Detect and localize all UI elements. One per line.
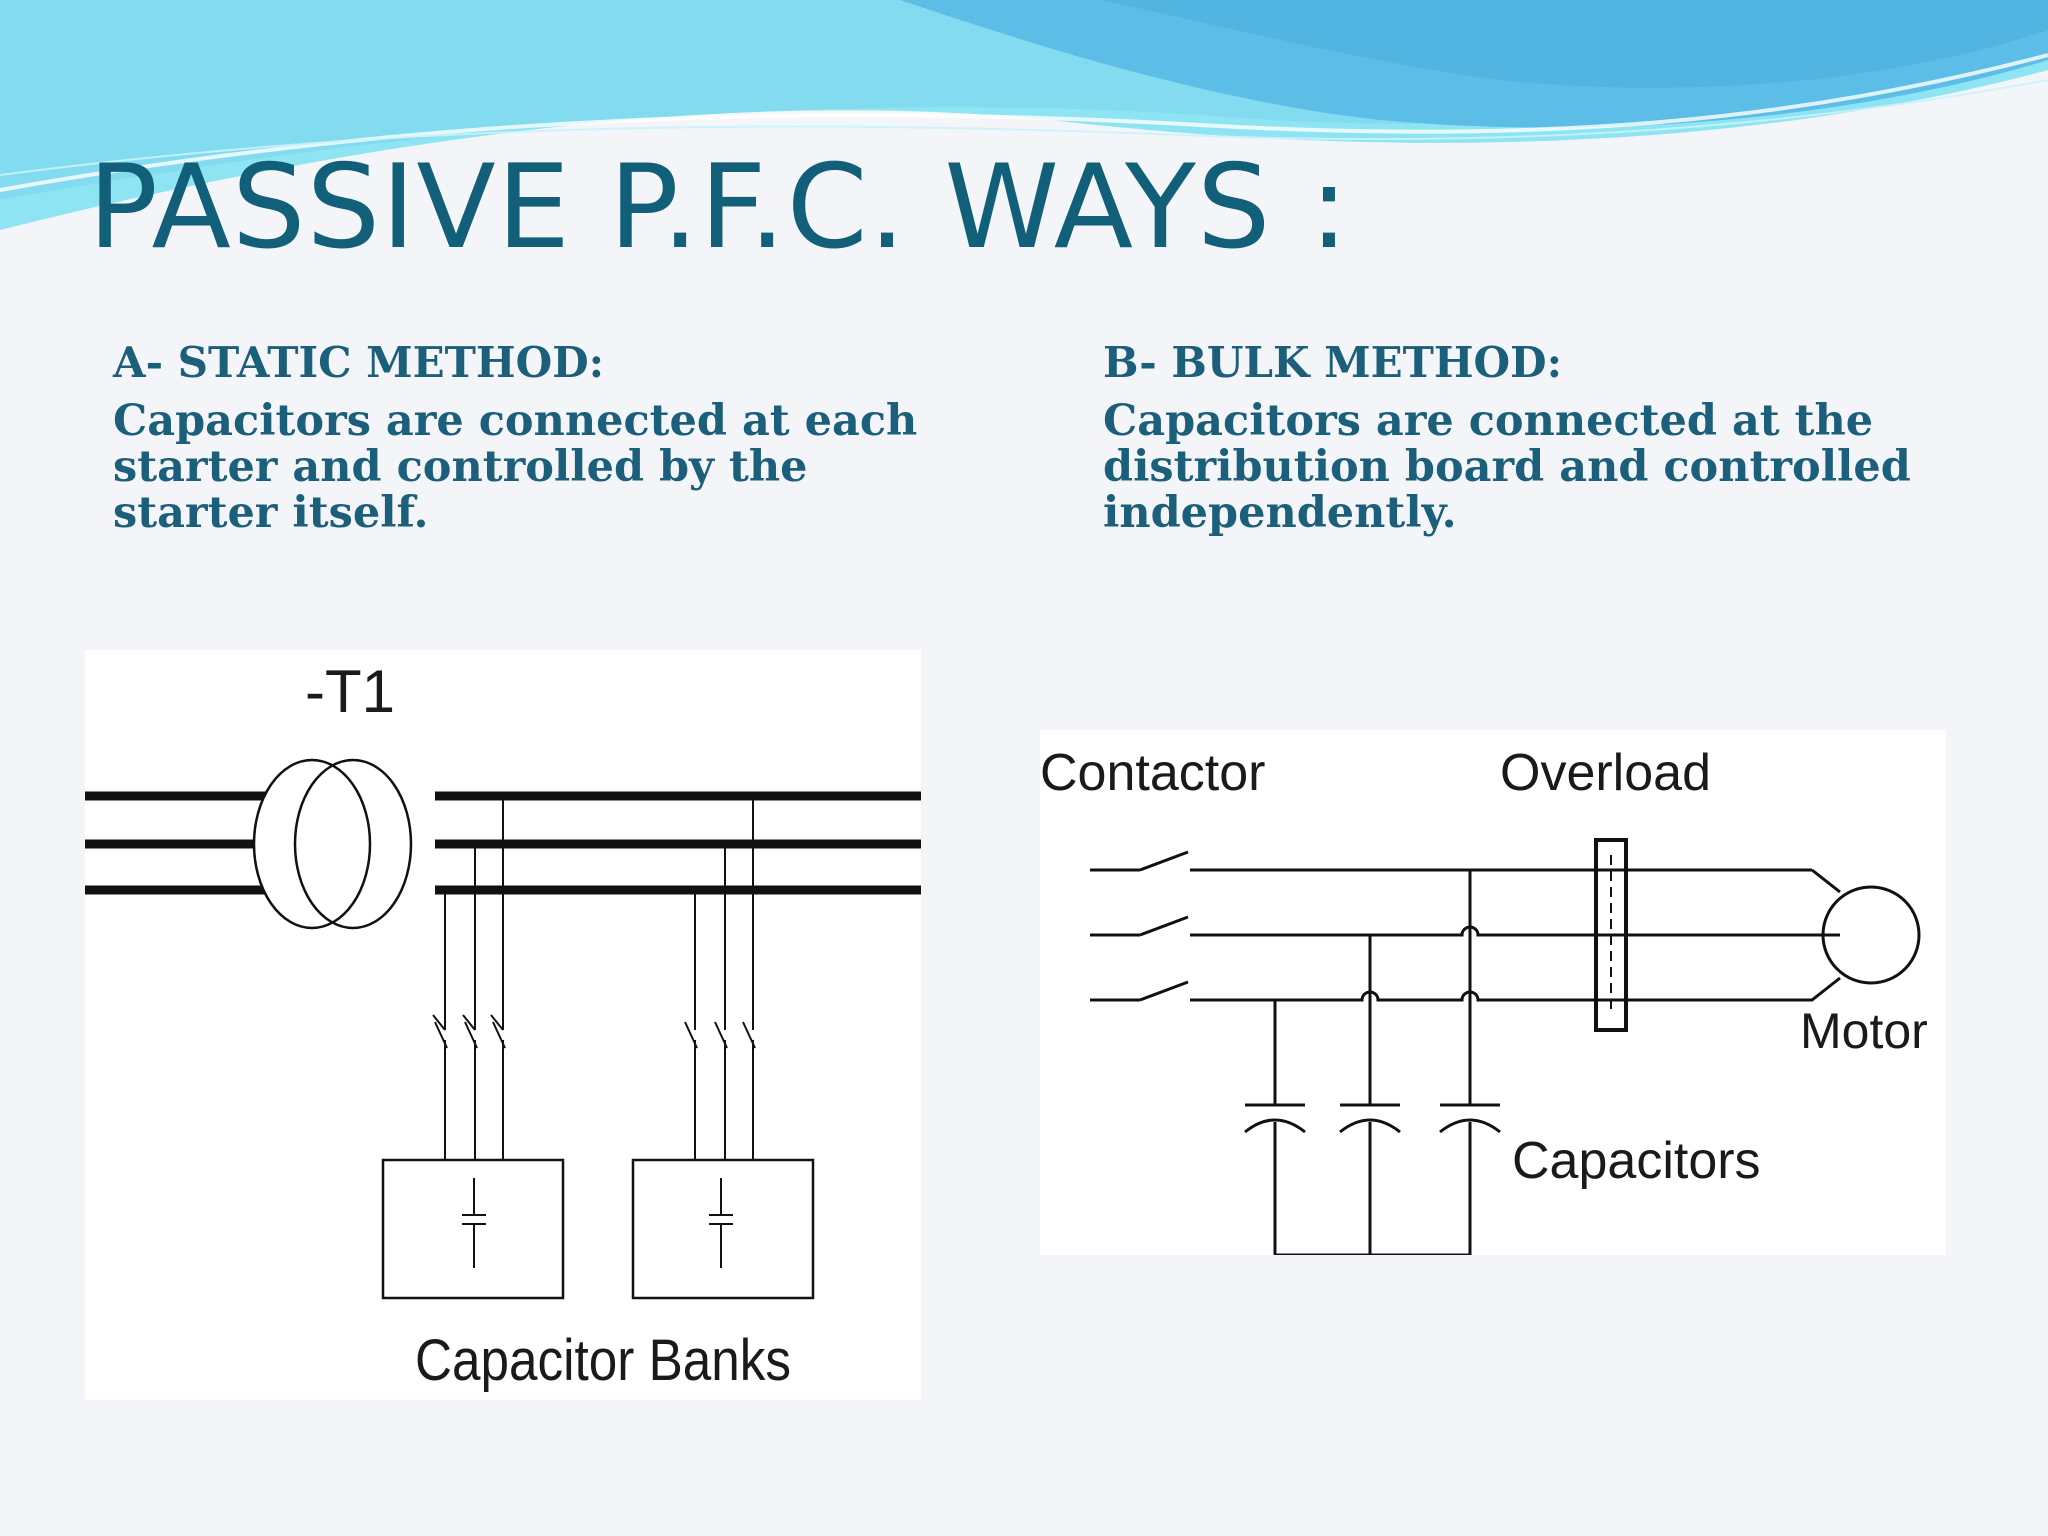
slide-title: PASSIVE P.F.C. WAYS : — [88, 140, 1350, 275]
bulk-method-line-3: independently. — [1103, 488, 1457, 539]
overload-label: Overload — [1500, 744, 1711, 802]
bulk-method-heading: B- BULK METHOD: — [1103, 338, 1563, 387]
bulk-method-line-1: Capacitors are connected at the — [1103, 396, 1874, 447]
motor-symbol — [1821, 885, 1921, 985]
bulk-circuit-svg: Contactor Overload Motor Capacitors — [1040, 744, 1928, 1257]
capacitor-bank-1 — [381, 1158, 565, 1300]
static-method-line-1: Capacitors are connected at each — [113, 396, 918, 447]
static-method-section: A- STATIC METHOD: Capacitors are connect… — [113, 338, 1013, 539]
capacitors-label: Capacitors — [1512, 1132, 1761, 1190]
static-method-diagram: -T1 Capacitor Banks — [85, 650, 921, 1400]
static-method-line-2: starter and controlled by the — [113, 442, 808, 493]
bulk-method-diagram: Contactor Overload Motor Capacitors — [1040, 730, 1946, 1257]
contactor-label: Contactor — [1040, 744, 1265, 802]
wave-header-decoration — [0, 0, 2048, 230]
transformer-label: -T1 — [305, 658, 395, 725]
bulk-method-section: B- BULK METHOD: Capacitors are connected… — [1103, 338, 2003, 539]
transformer-primary-coil — [252, 758, 372, 930]
overload-relay — [1594, 838, 1628, 1032]
transformer-secondary-coil — [293, 758, 413, 930]
motor-label: Motor — [1800, 1003, 1928, 1059]
static-circuit-svg: -T1 Capacitor Banks — [85, 658, 921, 1393]
capacitor-banks-label: Capacitor Banks — [415, 1328, 791, 1393]
capacitor-bank-2 — [631, 1158, 815, 1300]
static-method-line-3: starter itself. — [113, 488, 429, 539]
static-method-heading: A- STATIC METHOD: — [113, 338, 605, 387]
bulk-method-line-2: distribution board and controlled — [1103, 442, 1911, 493]
